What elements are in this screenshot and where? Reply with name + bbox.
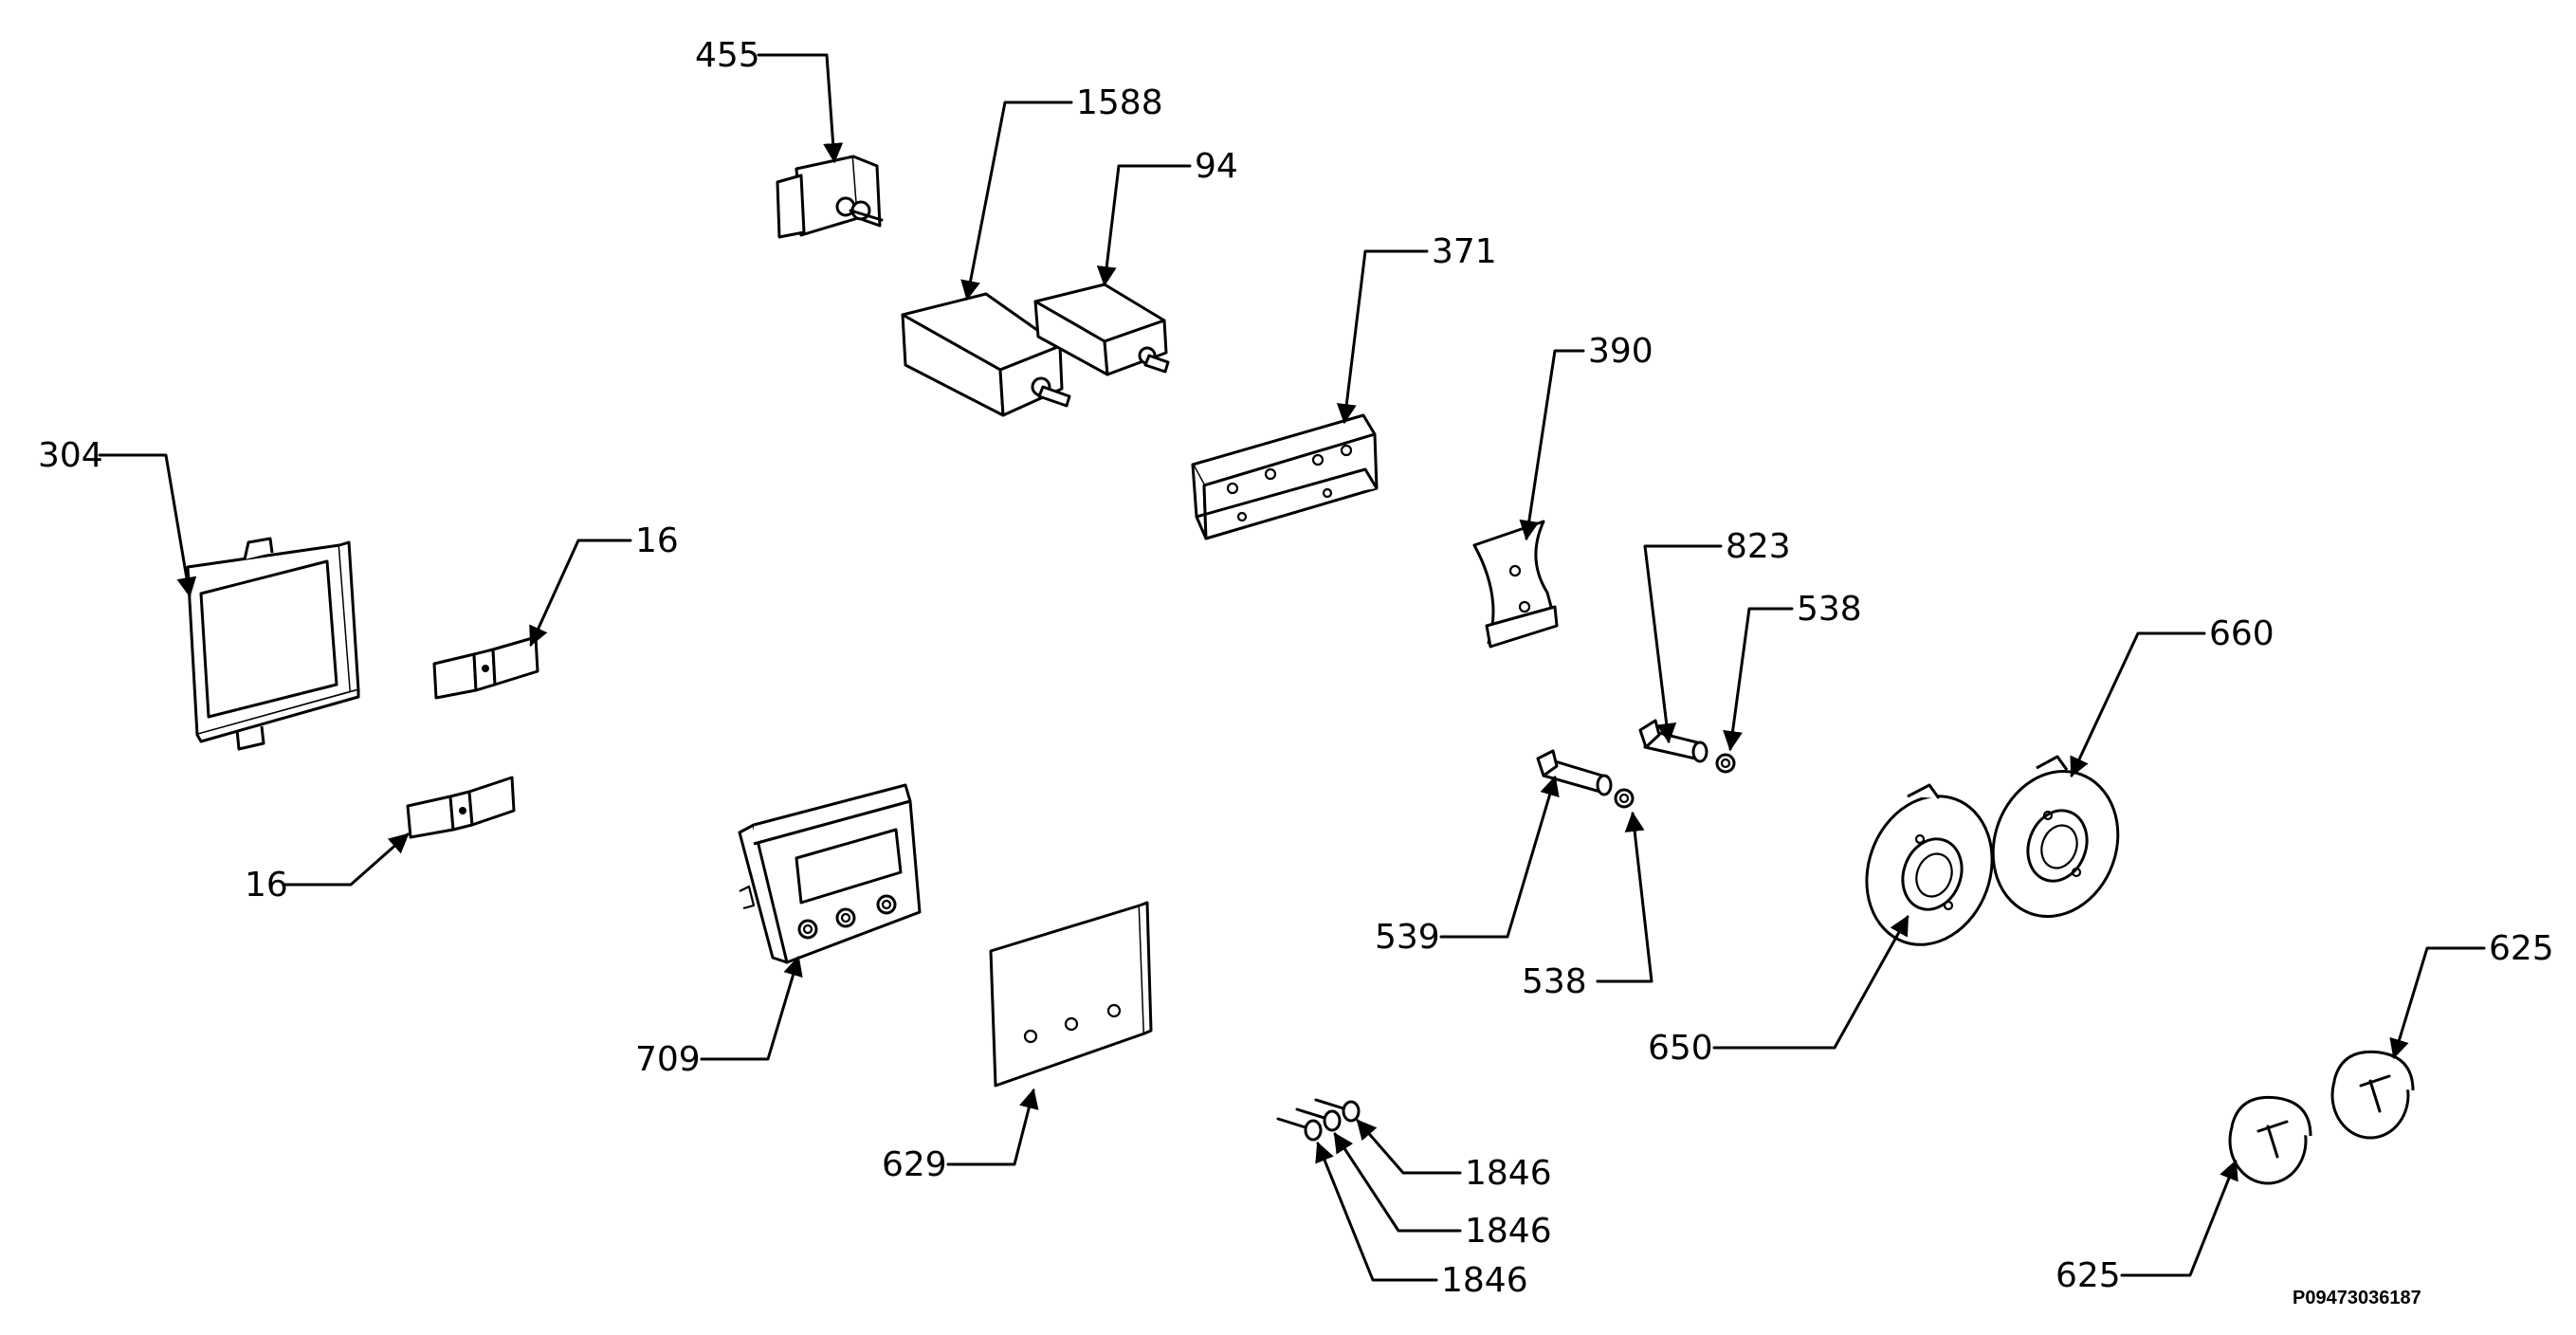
label-16-a: 16 bbox=[635, 521, 679, 560]
part-709-control-module bbox=[738, 783, 922, 964]
label-625-b: 625 bbox=[2055, 1256, 2121, 1295]
part-625-knob-a bbox=[2330, 1050, 2415, 1140]
part-823-pin bbox=[1638, 719, 1708, 763]
label-629: 629 bbox=[882, 1145, 947, 1184]
part-539-pin bbox=[1536, 749, 1613, 796]
label-1846-b: 1846 bbox=[1465, 1212, 1552, 1251]
label-1846-c: 1846 bbox=[1441, 1261, 1528, 1300]
part-390-bracket bbox=[1472, 520, 1559, 649]
label-823: 823 bbox=[1726, 527, 1791, 566]
label-539: 539 bbox=[1375, 918, 1440, 957]
label-390: 390 bbox=[1588, 332, 1653, 371]
part-660-bezel bbox=[1991, 755, 2120, 918]
label-455: 455 bbox=[695, 36, 760, 75]
part-625-knob-b bbox=[2228, 1095, 2312, 1185]
label-709: 709 bbox=[635, 1040, 701, 1079]
label-625-a: 625 bbox=[2489, 929, 2554, 968]
label-538-b: 538 bbox=[1522, 962, 1587, 1001]
label-538-a: 538 bbox=[1797, 590, 1862, 629]
part-labels: 455 1588 94 371 390 304 16 16 823 538 66… bbox=[38, 36, 2554, 1308]
label-1588: 1588 bbox=[1076, 83, 1163, 122]
part-16-clip-b bbox=[406, 776, 516, 839]
label-660: 660 bbox=[2209, 614, 2275, 653]
drawing-code: P09473036187 bbox=[2293, 1288, 2421, 1308]
part-455-switch bbox=[776, 155, 884, 239]
label-94: 94 bbox=[1195, 147, 1238, 186]
part-304-frame bbox=[186, 537, 360, 751]
label-650: 650 bbox=[1648, 1029, 1713, 1068]
part-94-box bbox=[1033, 283, 1170, 376]
part-371-rail bbox=[1191, 413, 1379, 540]
part-650-bezel bbox=[1865, 783, 1994, 946]
part-629-panel bbox=[989, 901, 1153, 1088]
part-1846-screws bbox=[1276, 1098, 1361, 1142]
label-304: 304 bbox=[38, 436, 103, 475]
label-371: 371 bbox=[1432, 232, 1497, 271]
label-16-b: 16 bbox=[245, 866, 288, 905]
label-1846-a: 1846 bbox=[1465, 1154, 1552, 1193]
part-16-clip-a bbox=[432, 635, 539, 700]
leader-lines bbox=[98, 53, 2486, 1282]
part-1588-box bbox=[901, 292, 1071, 417]
part-538-ring-b bbox=[1614, 788, 1635, 809]
part-538-ring-a bbox=[1715, 753, 1736, 774]
